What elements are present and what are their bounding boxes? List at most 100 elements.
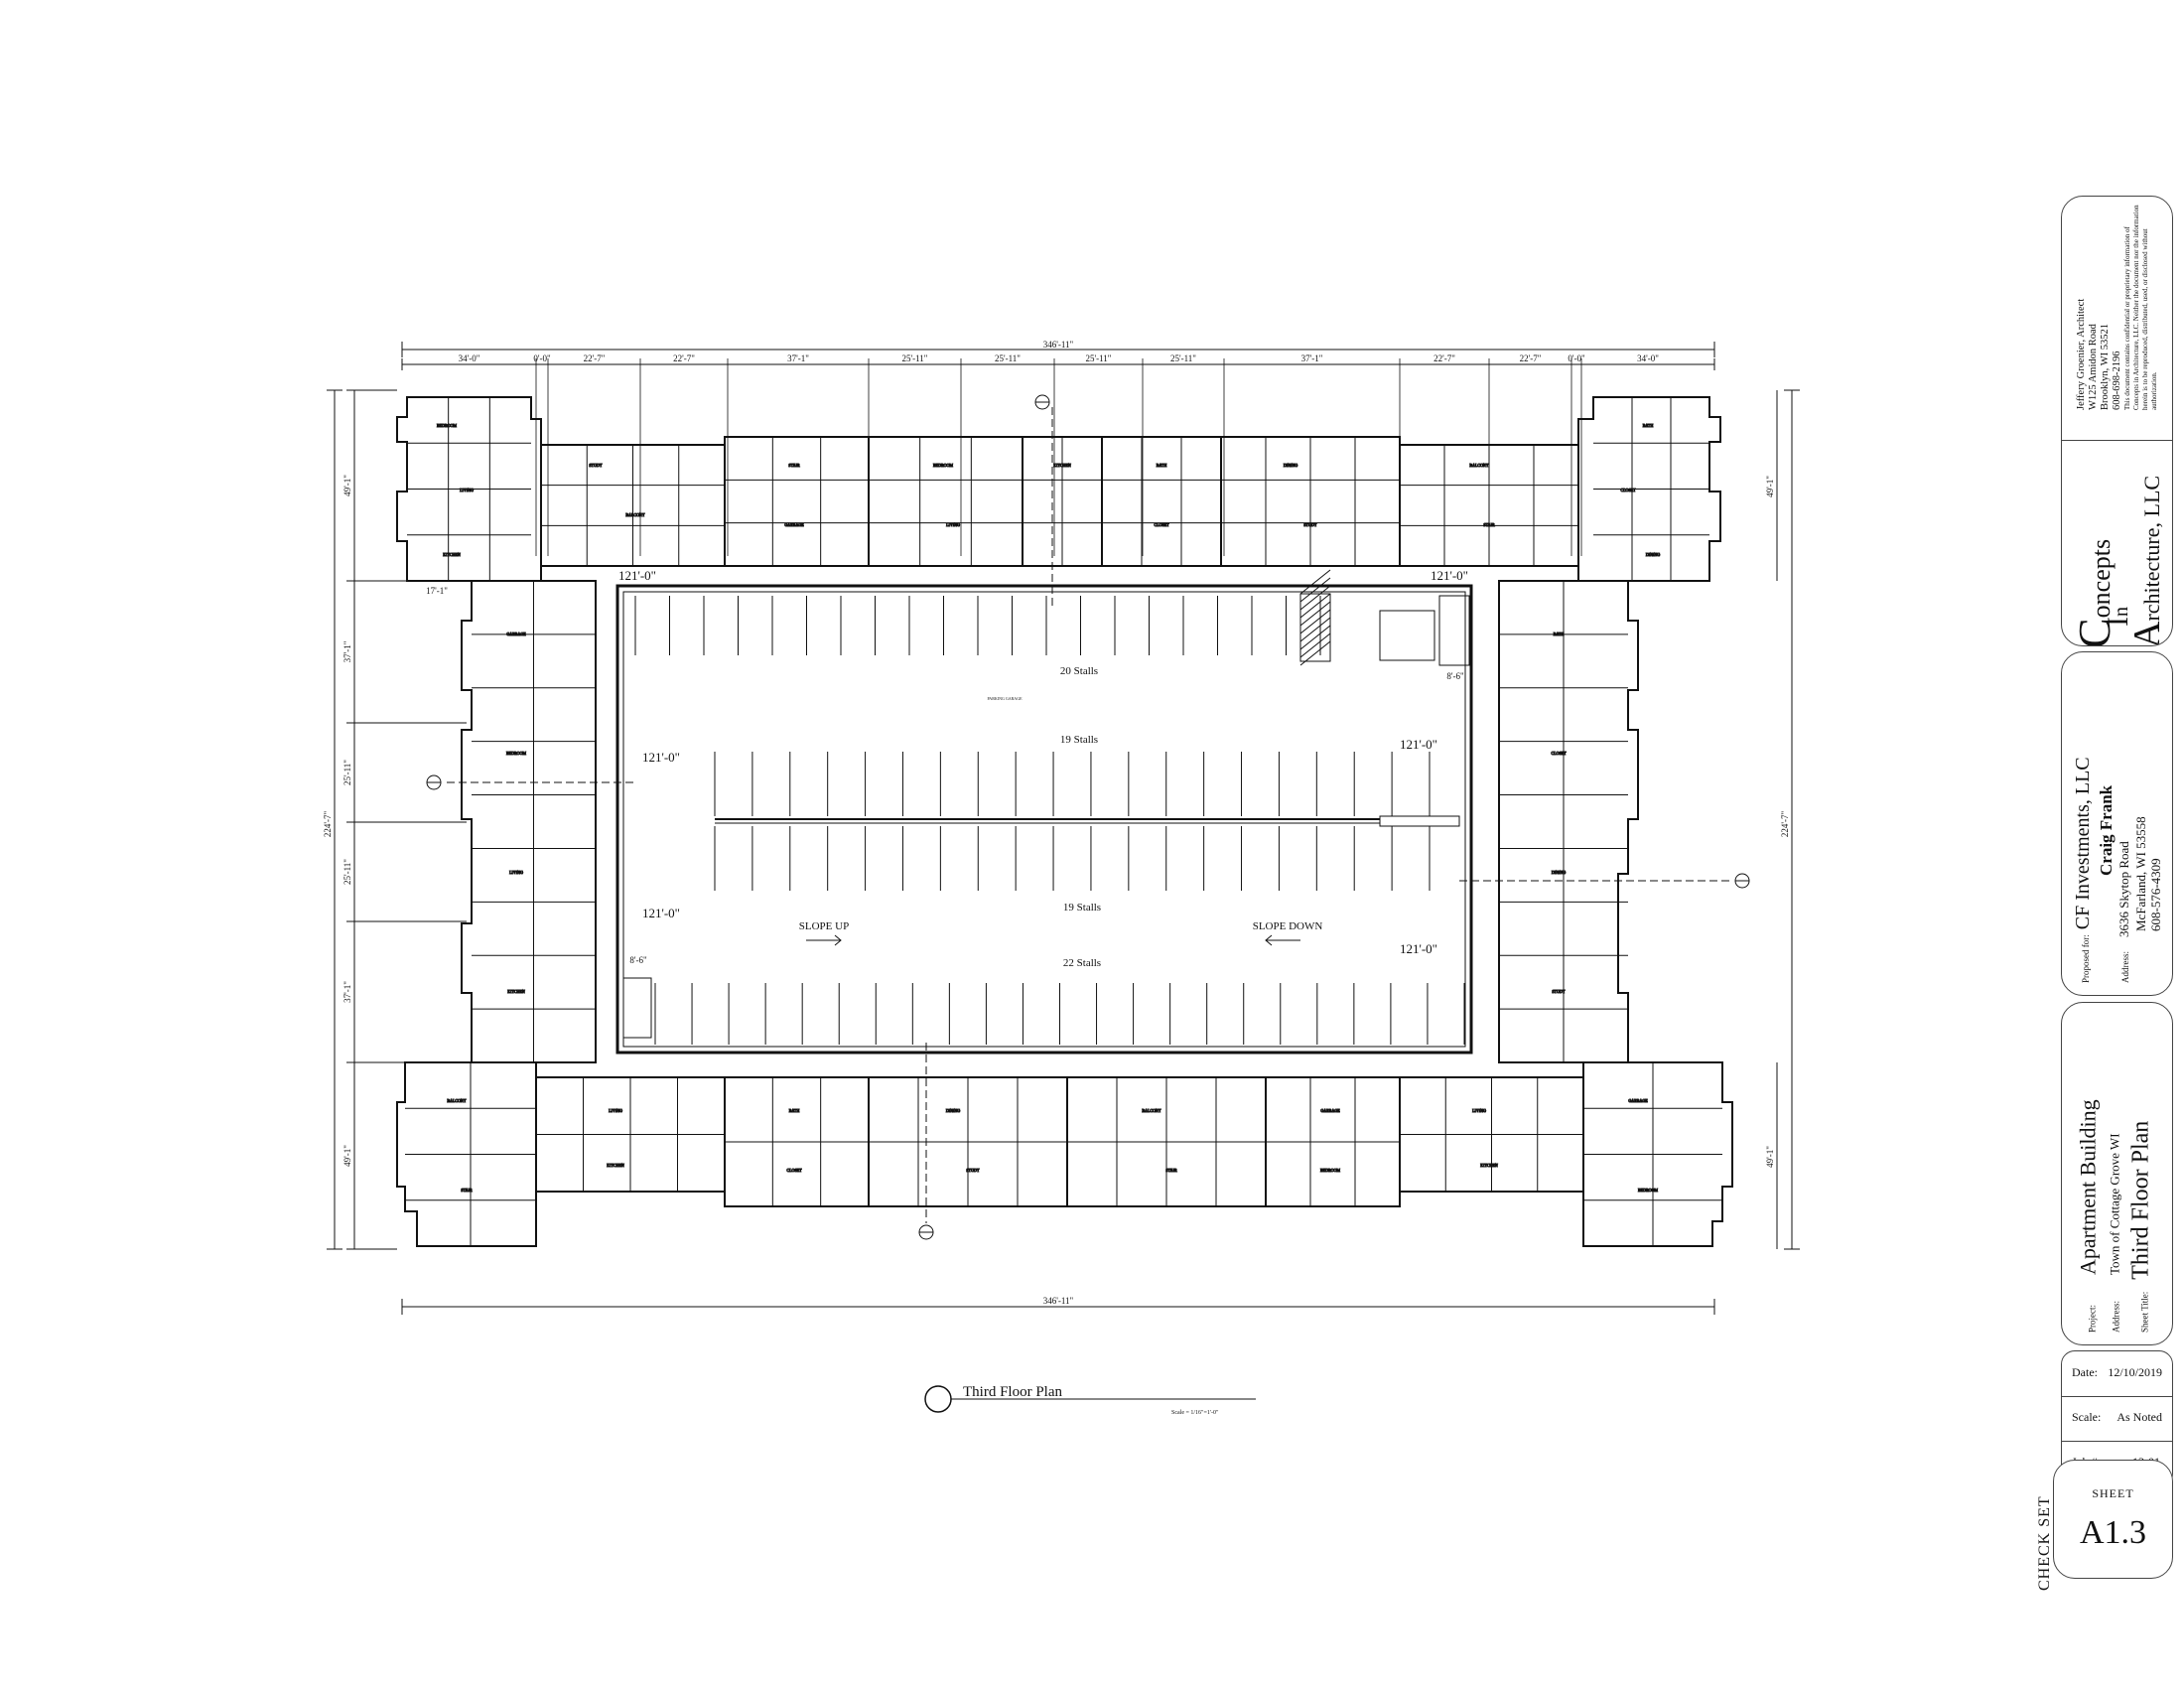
room-label: KITCHEN xyxy=(443,552,461,557)
top-dim-13: 34'-0" xyxy=(1637,353,1659,363)
date-label: Date: xyxy=(2072,1365,2098,1379)
top-dim-7: 25'-11" xyxy=(1086,353,1112,363)
left-dim-4: 37'-1" xyxy=(342,981,352,1003)
scale-value: As Noted xyxy=(2116,1410,2162,1424)
room-label: GARBAGE xyxy=(506,632,526,636)
room-label: BALCONY xyxy=(1469,463,1488,468)
room-label: LIVING xyxy=(509,870,523,875)
client-info: Proposed for: CF Investments, LLC Craig … xyxy=(2072,665,2163,983)
room-label: STUDY xyxy=(1303,522,1316,527)
date-value: 12/10/2019 xyxy=(2108,1365,2162,1379)
drawing-title: Third Floor Plan xyxy=(963,1384,1062,1400)
room-label: BATH xyxy=(1157,463,1167,468)
firm-panel: Jeffery Groenier, Architect W125 Amidon … xyxy=(2061,196,2173,646)
top-dim-10: 22'-7" xyxy=(1433,353,1455,363)
stall-count-2: 19 Stalls xyxy=(1060,734,1098,746)
room-label: KITCHEN xyxy=(507,989,525,994)
room-label: LIVING xyxy=(460,488,474,492)
ramp-dim-2: 121'-0" xyxy=(1431,568,1468,583)
architect-address-2: Brooklyn, WI 53521 xyxy=(2099,323,2111,410)
slope-down-label: SLOPE DOWN xyxy=(1253,920,1323,932)
top-dim-1: 0'-0" xyxy=(533,353,551,363)
room-label: BEDROOM xyxy=(1638,1188,1658,1193)
date-row: Date: 12/10/2019 xyxy=(2062,1351,2172,1397)
left-dim-3: 25'-11" xyxy=(342,859,352,885)
room-label: LIVING xyxy=(609,1108,622,1113)
firm-logo-rchitecture: rchitecture, LLC xyxy=(2138,475,2164,622)
scale-label: Scale: xyxy=(2072,1410,2102,1424)
room-label: DINING xyxy=(946,1108,960,1113)
architect-phone: 608-698-2196 xyxy=(2111,351,2122,411)
room-label: STUDY xyxy=(589,463,602,468)
slope-up-label: SLOPE UP xyxy=(799,920,849,932)
project-address: Town of Cottage Grove WI xyxy=(2107,1133,2121,1275)
client-panel: Proposed for: CF Investments, LLC Craig … xyxy=(2061,651,2173,996)
proposed-for-label: Proposed for: xyxy=(2080,933,2091,983)
overall-height-dim: 224'-7" xyxy=(323,811,333,838)
overall-height-right-dim: 224'-7" xyxy=(1780,811,1790,838)
stall-count-1: 20 Stalls xyxy=(1060,665,1098,677)
top-dim-4: 37'-1" xyxy=(787,353,809,363)
client-address-label: Address: xyxy=(2119,950,2130,983)
drawing-scale: Scale = 1/16"=1'-0" xyxy=(1171,1410,1219,1416)
room-label: STUDY xyxy=(966,1168,979,1173)
left-dim-5: 49'-1" xyxy=(342,1145,352,1167)
top-dim-9: 37'-1" xyxy=(1301,353,1323,363)
room-label: KITCHEN xyxy=(1480,1163,1498,1168)
scale-row: Scale: As Noted xyxy=(2062,1396,2172,1442)
sheet-title: Third Floor Plan xyxy=(2127,1120,2153,1280)
sheet-number-panel: SHEET A1.3 xyxy=(2053,1460,2173,1579)
top-dim-2: 22'-7" xyxy=(584,353,606,363)
top-dim-12: 0'-0" xyxy=(1568,353,1585,363)
left-dim-0: 49'-1" xyxy=(342,475,352,496)
project-info: Project:Apartment Building Address:Town … xyxy=(2075,1015,2159,1333)
top-dim-0: 34'-0" xyxy=(459,353,480,363)
top-dim-3: 22'-7" xyxy=(673,353,695,363)
room-label: BALCONY xyxy=(447,1098,466,1103)
room-label: CLOSET xyxy=(1551,751,1567,756)
project-panel: Project:Apartment Building Address:Town … xyxy=(2061,1002,2173,1345)
overall-width-dim: 346'-11" xyxy=(1043,340,1074,350)
sheet-title-label: Sheet Title: xyxy=(2139,1291,2149,1333)
room-label: CLOSET xyxy=(1154,522,1169,527)
ramp-dim-4: 121'-0" xyxy=(1400,737,1437,752)
misc-dim-left: 17'-1" xyxy=(426,586,448,596)
sheet-number: A1.3 xyxy=(2079,1514,2147,1551)
architect-name: Jeffery Groenier, Architect xyxy=(2075,298,2087,410)
room-label: STAIR xyxy=(461,1188,473,1193)
room-label: BEDROOM xyxy=(506,751,526,756)
client-name: CF Investments, LLC xyxy=(2071,756,2094,929)
client-address-2: McFarland, WI 53558 xyxy=(2132,815,2148,931)
ramp-dim-3: 121'-0" xyxy=(642,750,680,765)
room-label: BEDROOM xyxy=(1320,1168,1340,1173)
room-label: GARBAGE xyxy=(1628,1098,1648,1103)
room-label: BEDROOM xyxy=(933,463,953,468)
room-label: CLOSET xyxy=(1620,488,1636,492)
garage-label: PARKING GARAGE xyxy=(987,696,1023,701)
room-label: GARBAGE xyxy=(784,522,804,527)
room-label: BALCONY xyxy=(625,512,644,517)
room-label: STAIR xyxy=(1483,522,1495,527)
top-dim-5: 25'-11" xyxy=(902,353,928,363)
top-dim-11: 22'-7" xyxy=(1520,353,1542,363)
room-label: LIVING xyxy=(946,522,960,527)
left-dim-1: 37'-1" xyxy=(342,640,352,662)
project-name: Apartment Building xyxy=(2075,1099,2100,1275)
room-label: DINING xyxy=(1646,552,1660,557)
room-label: KITCHEN xyxy=(1053,463,1071,468)
right-dim-bottom: 49'-1" xyxy=(1765,1146,1775,1168)
architect-info: Jeffery Groenier, Architect W125 Amidon … xyxy=(2076,202,2159,410)
project-address-label: Address: xyxy=(2111,1301,2120,1333)
architect-address-1: W125 Amidon Road xyxy=(2087,324,2099,410)
misc-dim-stair-right: 8'-6" xyxy=(1446,671,1464,681)
room-label: LIVING xyxy=(1472,1108,1486,1113)
client-phone: 608-576-4309 xyxy=(2147,857,2163,931)
client-address-1: 3636 Skytop Road xyxy=(2116,840,2131,937)
room-label: STAIR xyxy=(788,463,800,468)
room-label: GARBAGE xyxy=(1320,1108,1340,1113)
room-label: KITCHEN xyxy=(607,1163,624,1168)
sheet-label: SHEET xyxy=(2092,1486,2134,1500)
room-label: STUDY xyxy=(1552,989,1565,994)
check-set-stamp: CHECK SET xyxy=(2036,1495,2053,1591)
